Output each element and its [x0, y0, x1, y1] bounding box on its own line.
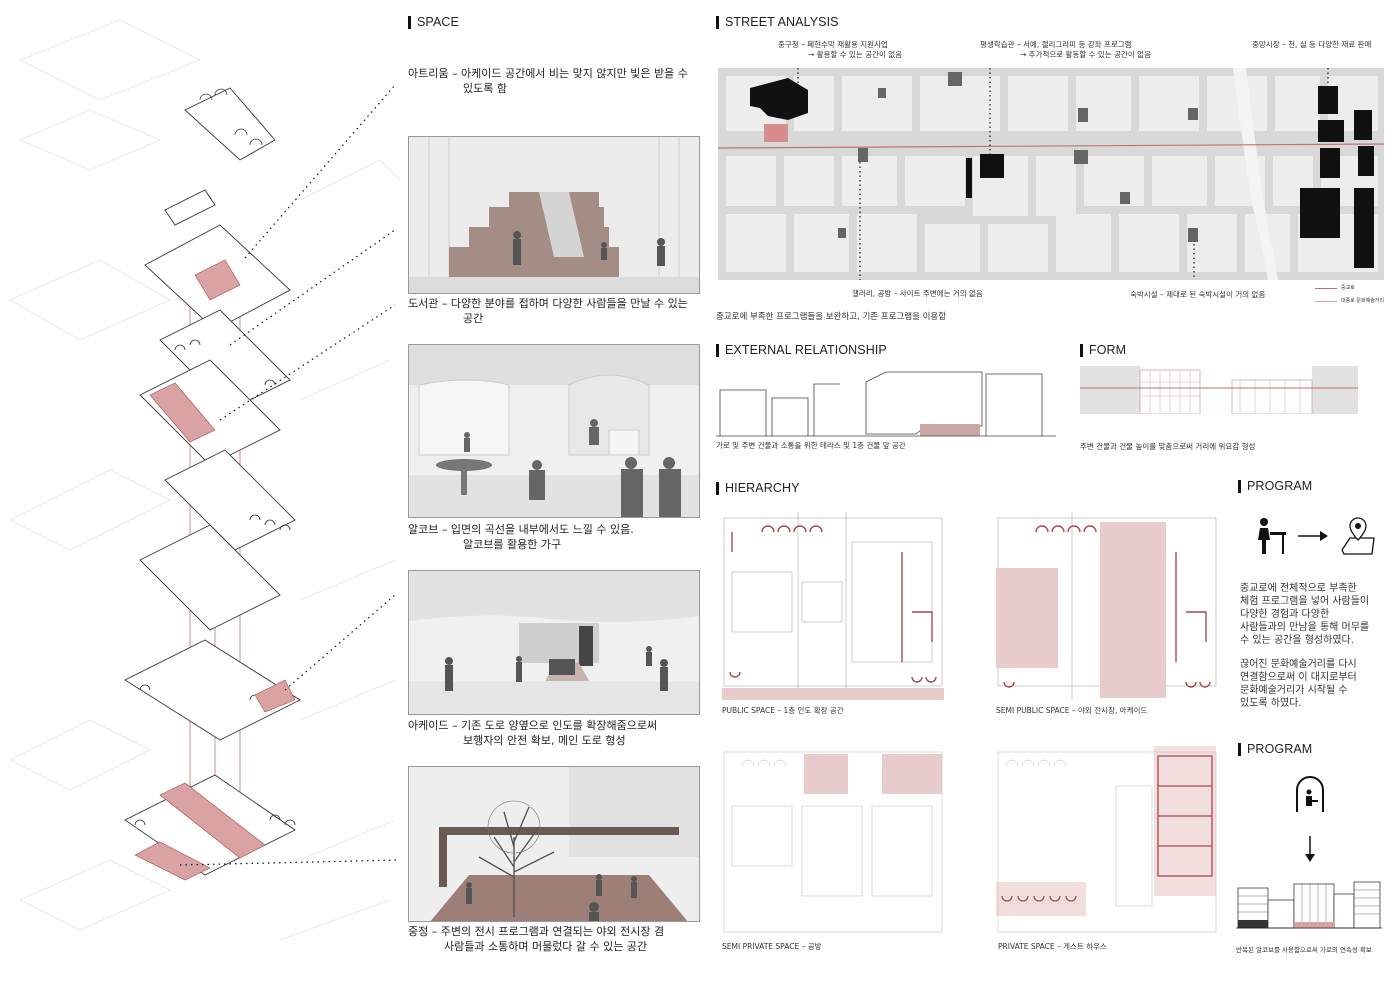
external-relationship-caption: 가로 및 주변 건물과 소통을 위한 테라스 및 1층 건물 앞 공간: [716, 441, 906, 450]
form-elevation-diagram: [1080, 366, 1358, 414]
street-elevation-diagram: [1236, 881, 1382, 929]
caption-library: 도서관 – 다양한 분야를 접하며 다양한 사람들을 만날 수 있는 공간: [408, 297, 688, 325]
caption-atrium: 아트리움 – 아케이드 공간에서 비는 맞지 않지만 빛은 받을 수 있도록 함: [408, 67, 688, 95]
courtyard-render: [408, 766, 700, 922]
label-junggu-office: 중구청 – 폐현수막 재활용 지원사업 → 활용할 수 있는 공간이 없음: [778, 40, 903, 59]
plan-semi-public-space: [996, 512, 1218, 700]
plan-semi-private-space-label: SEMI PRIVATE SPACE – 공방: [722, 942, 822, 951]
caption-arcade: 아케이드 – 기존 도로 양옆으로 인도를 확장해줌으로써 보행자의 안전 확보…: [408, 719, 658, 747]
alcove-arch-icon: [1296, 776, 1324, 812]
section-title-hierarchy: HIERARCHY: [716, 482, 800, 495]
plan-private-space: [996, 746, 1218, 934]
exploded-axonometric-diagram: [9, 19, 400, 941]
section-title-street-analysis: STREET ANALYSIS: [716, 16, 839, 29]
legend-line-main-road: [1315, 288, 1337, 289]
caption-alcove: 알코브 – 입면의 곡선을 내부에서도 느낄 수 있음. 알코브를 활용한 가구: [408, 523, 634, 551]
external-relationship-section: [716, 371, 1056, 437]
form-caption: 주변 건물과 건물 높이를 맞춤으로써 거리에 위요감 형성: [1080, 442, 1256, 451]
plan-public-space-label: PUBLIC SPACE – 1층 인도 확장 공간: [722, 706, 844, 715]
arrow-right-icon: [1298, 531, 1328, 541]
section-title-space: SPACE: [408, 16, 459, 29]
program-paragraph-2: 끊어진 문화예술거리를 다시 연결함으로써 이 대지로부터 문화예술거리가 시작…: [1240, 659, 1357, 709]
map-legend: 중교로 대종로 문화예술거리: [1315, 284, 1385, 306]
library-render: [408, 136, 700, 294]
label-lodging: 숙박시설 – 제대로 된 숙박시설이 거의 없음: [1130, 290, 1266, 299]
section-title-program-2: PROGRAM: [1238, 743, 1312, 756]
plan-semi-public-space-label: SEMI PUBLIC SPACE – 야외 전시장, 아케이드: [996, 706, 1148, 715]
map-pin-icon: [1341, 517, 1375, 555]
program-2-caption: 반복된 알코브를 사용함으로써 가로의 연속성 확보: [1236, 946, 1372, 954]
label-learning-center: 평생학습관 – 서예, 캘리그라피 등 강좌 프로그램 → 추가적으로 활동할 …: [980, 40, 1151, 59]
program-paragraph-1: 중교로에 전체적으로 부족한 체험 프로그램을 넣어 사람들이 다양한 경험과 …: [1240, 583, 1370, 646]
section-title-form: FORM: [1080, 344, 1126, 357]
legend-line-culture-street: [1315, 301, 1337, 302]
arrow-down-icon: [1305, 836, 1315, 862]
street-analysis-caption: 중교로에 부족한 프로그램들을 보완하고, 기존 프로그램을 이용함: [716, 312, 947, 322]
section-title-external-relationship: EXTERNAL RELATIONSHIP: [716, 344, 887, 357]
caption-courtyard: 중정 – 주변의 전시 프로그램과 연결되는 야외 전시장 겸 사람들과 소통하…: [408, 925, 665, 953]
arcade-render: [408, 570, 700, 715]
plan-private-space-label: PRIVATE SPACE – 게스트 하우스: [998, 942, 1107, 951]
section-title-program-1: PROGRAM: [1238, 480, 1312, 493]
label-central-market: 중앙시장 – 천, 실 등 다양한 재료 판매: [1252, 40, 1372, 49]
plan-public-space: [722, 512, 944, 700]
plan-semi-private-space: [722, 746, 944, 934]
alcove-render: [408, 344, 700, 518]
street-analysis-map: [718, 68, 1384, 280]
person-at-desk-icon: [1258, 518, 1286, 554]
label-gallery-workshop: 갤러리, 공방 – 사이트 주변에는 거의 없음: [852, 289, 983, 298]
